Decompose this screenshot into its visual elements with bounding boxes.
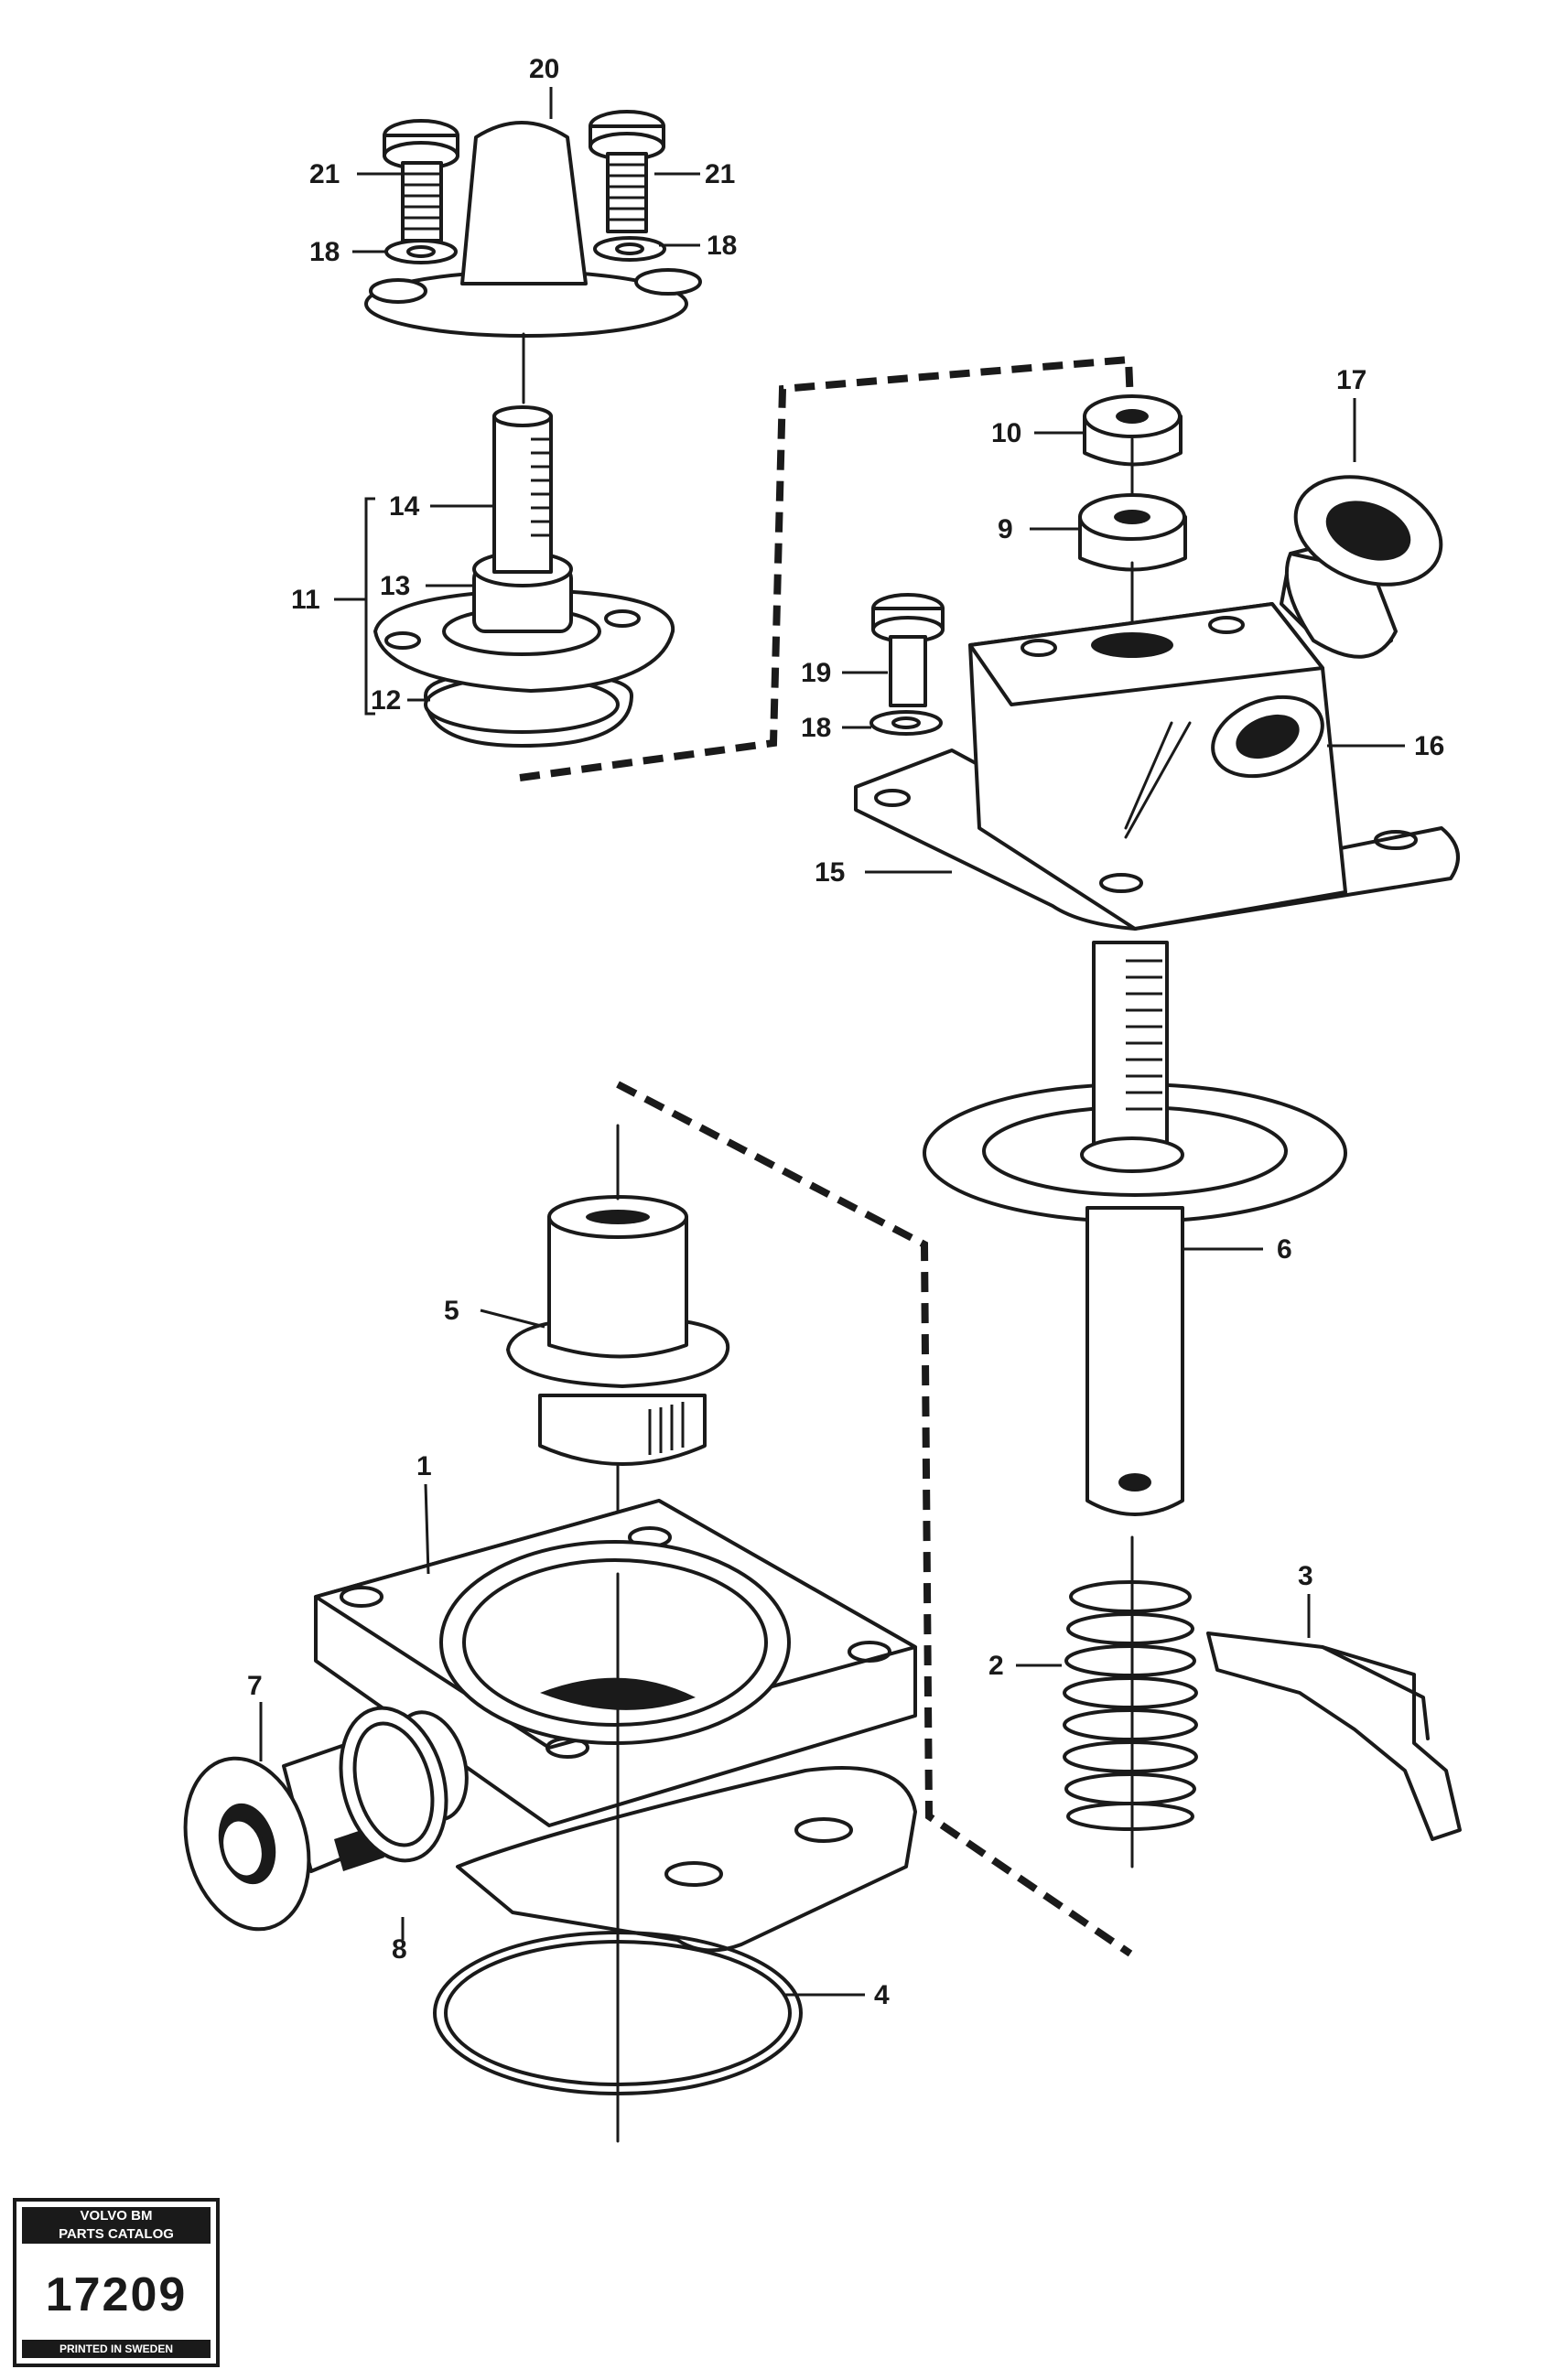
- callout-17: 17: [1336, 365, 1366, 395]
- callout-4: 4: [874, 1980, 890, 2010]
- cover-part-20: [364, 121, 702, 404]
- nut-part-9: [1078, 493, 1187, 572]
- bracket-part-11: [364, 497, 375, 716]
- leader-lines: [259, 87, 1405, 1997]
- washer-part-18-lower: [869, 710, 943, 736]
- callout-14: 14: [389, 491, 420, 522]
- stamp-figure-number: 17209: [45, 2268, 188, 2321]
- pump-housing-part-15: [854, 602, 1460, 931]
- port-part-16: [1211, 695, 1324, 779]
- callout-10: 10: [991, 418, 1021, 448]
- parts-catalog-stamp: VOLVO BM PARTS CATALOG 17209 PRINTED IN …: [13, 2198, 220, 2367]
- callout-7: 7: [247, 1671, 263, 1701]
- o-ring-part-4: [433, 1931, 803, 2095]
- bolt-part-21-left: [383, 119, 459, 242]
- fitting-part-5: [506, 1124, 730, 1539]
- callout-16: 16: [1414, 731, 1444, 761]
- diaphragm-pushrod-part-6: [923, 941, 1347, 1516]
- callout-21-left: 21: [309, 159, 340, 189]
- callout-12: 12: [371, 685, 401, 716]
- callout-1: 1: [416, 1451, 432, 1481]
- valve-assembly-part-11: [373, 405, 675, 748]
- callout-11: 11: [291, 585, 320, 615]
- bolt-part-21-right: [589, 110, 665, 233]
- fitting-part-17: [1280, 475, 1443, 659]
- seal-ring-part-8: [339, 1706, 448, 1863]
- lever-part-3: [1206, 1632, 1462, 1841]
- callout-3: 3: [1298, 1561, 1313, 1591]
- dashed-connector-upper: [519, 355, 1134, 781]
- stamp-footer: PRINTED IN SWEDEN: [22, 2340, 211, 2358]
- callout-19: 19: [801, 658, 831, 688]
- callout-labels: 20 21 21 18 18 14 13 11 12 10 9 17 19 18…: [247, 54, 1444, 2010]
- washer-part-18-left: [384, 239, 458, 264]
- callout-13: 13: [380, 571, 410, 601]
- spring-part-2: [1063, 1535, 1198, 1868]
- callout-9: 9: [998, 514, 1013, 544]
- callout-5: 5: [444, 1296, 459, 1326]
- stamp-header: VOLVO BM PARTS CATALOG: [22, 2207, 211, 2244]
- bolt-part-19: [871, 593, 945, 707]
- pump-body-part-1: [314, 1499, 917, 2143]
- washer-part-18-right: [593, 236, 666, 262]
- callout-18-right: 18: [707, 231, 737, 261]
- stamp-header-line1: VOLVO BM: [80, 2208, 153, 2224]
- callout-2: 2: [988, 1651, 1004, 1681]
- stamp-header-line2: PARTS CATALOG: [59, 2226, 174, 2242]
- callout-20: 20: [529, 54, 559, 84]
- callout-6: 6: [1277, 1234, 1292, 1265]
- callout-15: 15: [815, 857, 845, 888]
- dashed-connector-lower: [616, 1081, 1133, 1957]
- callout-21-right: 21: [705, 159, 735, 189]
- callout-18-lower: 18: [801, 713, 831, 743]
- callout-18-left: 18: [309, 237, 340, 267]
- callout-8: 8: [392, 1934, 407, 1965]
- nut-part-10: [1083, 394, 1183, 467]
